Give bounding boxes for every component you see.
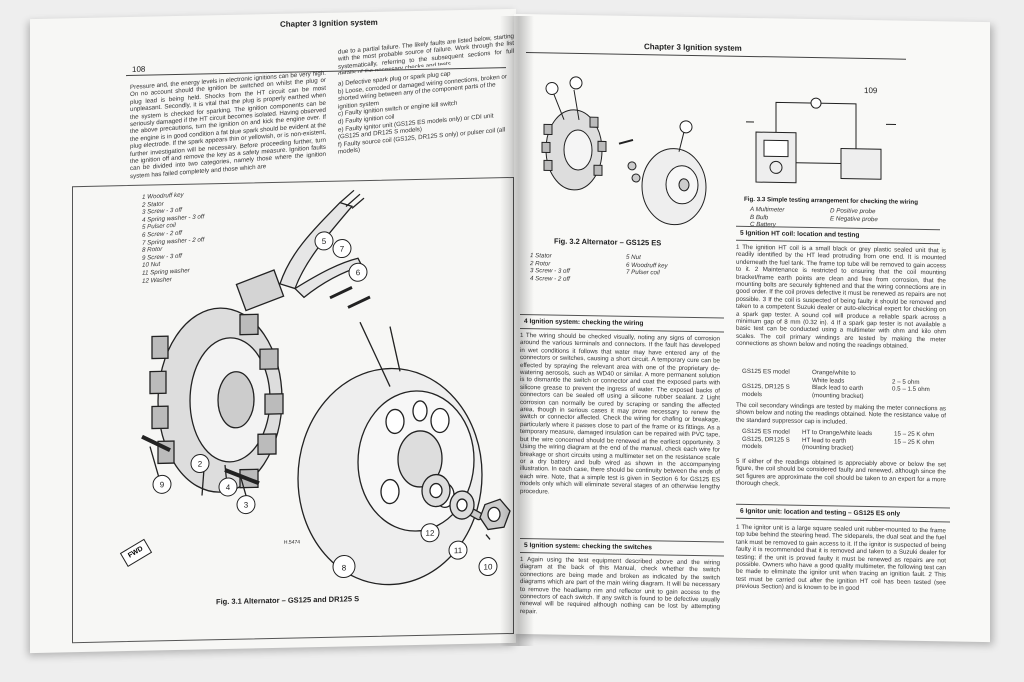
fig-3-2-illustration <box>541 76 707 226</box>
alternator-illustration: 5 7 6 2 4 3 9 8 12 11 10 1 H.5474 <box>141 189 511 586</box>
callout-3: 3 <box>244 501 249 510</box>
legend-item: 1 Stator <box>530 252 552 260</box>
figure-3-2-legend-col2: 5 Nut 6 Woodruff key 7 Pulser coil <box>626 254 668 278</box>
right-header-rule <box>526 52 906 60</box>
section-6-heading: 6 Ignitor unit: location and testing – G… <box>736 503 950 523</box>
callout-4: 4 <box>226 483 231 492</box>
table-cell: models <box>742 443 762 451</box>
section-5-para-5: 5 If either of the readings obtained is … <box>736 457 946 488</box>
callout-labels: 5 7 6 2 4 3 9 8 12 11 10 1 H.5474 <box>160 237 493 573</box>
figure-3-3-legend-col2: D Positive probe E Negative probe <box>830 207 878 223</box>
fault-list: a) Defective spark plug or spark plug ca… <box>338 65 508 156</box>
callout-11: 11 <box>454 546 463 555</box>
table-cell: models <box>742 390 762 398</box>
callout-12: 12 <box>426 529 435 538</box>
callout-8: 8 <box>342 563 347 572</box>
section-5-text: 1 The ignition HT coil is a small black … <box>736 243 946 351</box>
right-page: Chapter 3 Ignition system 109 <box>514 13 990 643</box>
left-page-number: 108 <box>132 64 146 74</box>
right-page-header: Chapter 3 Ignition system <box>644 42 742 53</box>
section-6-text: 1 The ignitor unit is a large square sea… <box>736 523 946 593</box>
legend-item: 7 Pulser coil <box>626 268 660 277</box>
legend-item: A Multimeter <box>750 205 785 214</box>
callout-10: 10 <box>484 562 493 571</box>
fig-3-3-illustration <box>746 97 896 184</box>
table-cell: 15 – 25 K ohm <box>894 438 935 446</box>
table-cell: (mounting bracket) <box>802 444 854 452</box>
table-cell: (mounting bracket) <box>812 391 864 400</box>
legend-item: 4 Screw - 2 off <box>530 274 570 283</box>
secondary-intro: The coil secondary windings are tested b… <box>736 401 946 426</box>
left-page-header: Chapter 3 Ignition system <box>280 17 378 29</box>
section-switches-text: 1 Again using the test equipment describ… <box>520 555 720 616</box>
callout-5: 5 <box>322 237 327 246</box>
figure-reference: H.5474 <box>284 539 300 545</box>
callout-7: 7 <box>340 244 345 253</box>
section-5-heading: 5 Ignition HT coil: location and testing <box>736 225 940 245</box>
callout-2: 2 <box>198 459 203 468</box>
left-page: Chapter 3 Ignition system 108 Pressure a… <box>30 8 516 654</box>
figure-3-2-caption: Fig. 3.2 Alternator – GS125 ES <box>554 236 662 248</box>
section-switches-heading: 5 Ignition system: checking the switches <box>520 537 724 557</box>
legend-item: E Negative probe <box>830 214 878 223</box>
figure-3-2-legend-col1: 1 Stator 2 Rotor 3 Screw - 3 off 4 Screw… <box>530 252 570 283</box>
table-cell: 0.5 – 1.5 ohm <box>892 385 930 394</box>
section-4-heading: 4 Ignition system: checking the wiring <box>520 313 724 333</box>
callout-6: 6 <box>356 268 361 277</box>
callout-9: 9 <box>160 480 165 489</box>
figure-3-3-caption: Fig. 3.3 Simple testing arrangement for … <box>744 195 918 206</box>
section-4-text: 1 The wiring should be checked visually,… <box>520 331 720 495</box>
